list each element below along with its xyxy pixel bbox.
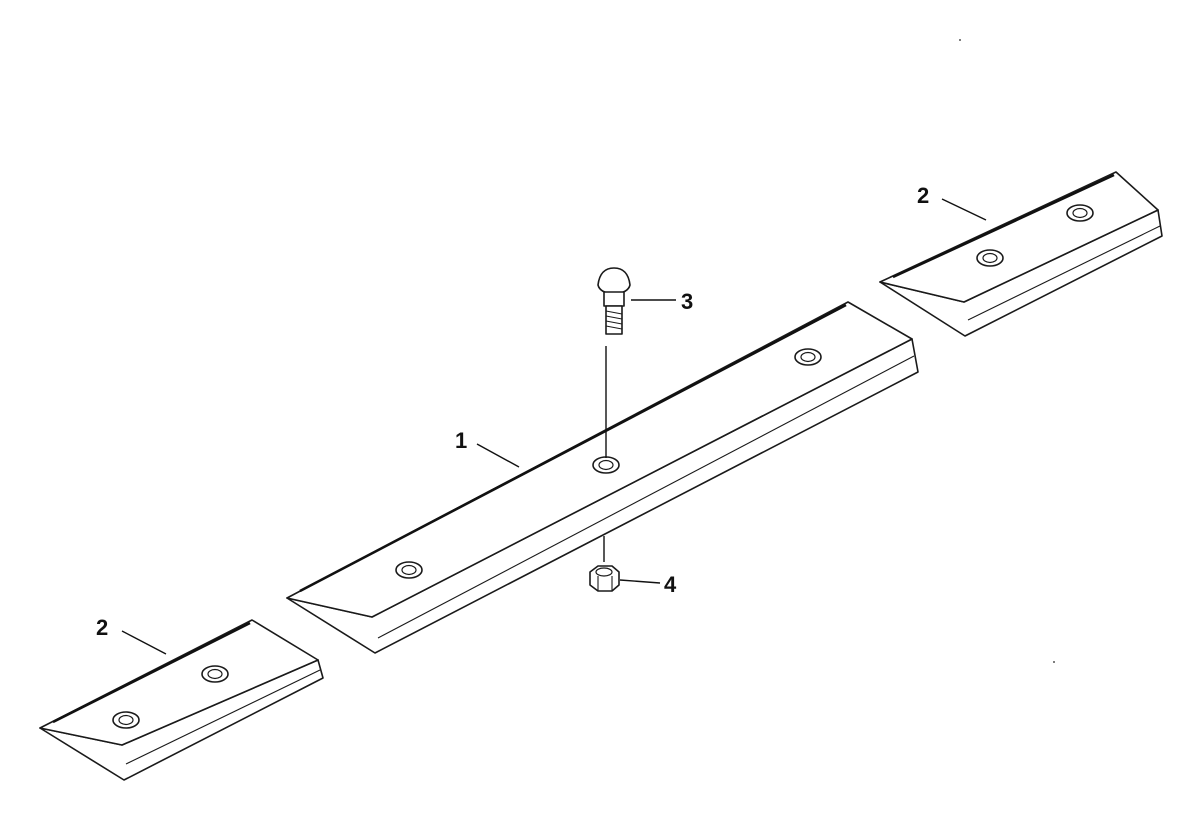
bolt-threads [605,310,623,330]
leader-1 [476,443,520,468]
callout-1-label: 1 [455,428,467,453]
nut-hole [595,567,613,577]
callout-2-left-label: 2 [96,615,108,640]
carriage-bolt-part [597,267,631,458]
end-bar-right-bevel-line [967,225,1161,321]
end-bar-right-hole-right [1066,204,1094,222]
callout-4-label: 4 [664,572,677,597]
end-bar-left-hole-left [112,711,140,729]
leader-2-right [941,198,987,221]
leader-2-left [121,630,167,655]
leader-4 [619,579,661,584]
end-bar-left-bevel-line [125,669,321,765]
end-bar-left-top-face [39,619,319,746]
center-bar-part [286,301,919,654]
center-bar-hole-right [794,348,822,366]
center-bar-hole-left [395,561,423,579]
end-bar-right-back-edge [892,173,1115,279]
callout-2-right-label: 2 [917,183,929,208]
scan-speck [1053,661,1055,663]
end-bar-right-hole-left [976,249,1004,267]
hex-nut-part [589,536,620,592]
bolt-neck [603,291,625,307]
bolt-shank [605,305,623,335]
scan-speck [959,39,961,41]
callout-3-label: 3 [681,289,693,314]
end-bar-right-top-face [879,171,1159,303]
center-bar-hole-middle [592,456,620,474]
bolt-head [597,267,631,295]
end-bar-right-part [879,171,1163,337]
end-bar-left-back-edge [52,621,251,724]
center-bar-back-edge [299,303,847,593]
center-bar-bevel-line [377,355,915,639]
end-bar-left-part [39,619,324,781]
end-bar-left-hole-right [201,665,229,683]
